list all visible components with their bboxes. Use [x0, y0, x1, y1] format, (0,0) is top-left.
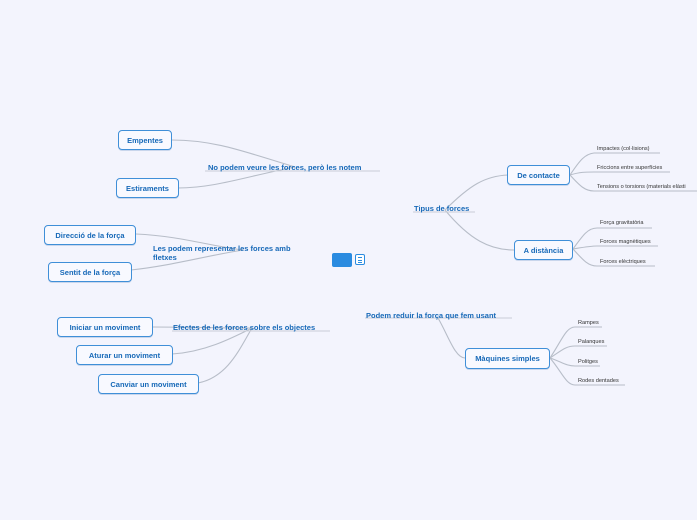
node-direccio[interactable]: Direcció de la força	[44, 225, 136, 245]
leaf-tensions[interactable]: Tensions o torsions (materials elàsti	[597, 184, 686, 190]
connector-distancia	[444, 209, 515, 251]
connector-canviar	[197, 327, 253, 384]
connector-direccio	[135, 233, 244, 251]
node-empentes[interactable]: Empentes	[118, 130, 172, 150]
leaf-gravitatoria[interactable]: Força gravitatòria	[600, 220, 644, 226]
connector-impactes	[569, 152, 595, 176]
connector-iniciar	[152, 326, 253, 329]
leaf-electriques[interactable]: Forces elèctriques	[600, 259, 646, 265]
connector-empentes	[171, 139, 296, 168]
connector-magnetiques	[572, 245, 598, 250]
leaf-rampes[interactable]: Rampes	[578, 320, 599, 326]
connector-politges	[549, 357, 576, 367]
connector-estiraments	[177, 166, 296, 189]
connector-palanques	[549, 345, 576, 359]
connector-tensions	[569, 174, 595, 192]
leaf-magnetiques[interactable]: Forces magnètiques	[600, 239, 651, 245]
central-topic-icon[interactable]	[332, 253, 352, 267]
notes-icon[interactable]	[355, 254, 365, 265]
node-de-contacte[interactable]: De contacte	[507, 165, 570, 185]
leaf-friccions[interactable]: Friccions entre superfícies	[597, 165, 663, 171]
topic-representar[interactable]: Les podem representar les forces amb fle…	[153, 244, 291, 262]
connector-rampes	[549, 326, 576, 359]
topic-representar-line-2: fletxes	[153, 253, 177, 262]
connector-rodes	[549, 357, 576, 386]
leaf-impactes[interactable]: Impactes (col·lisions)	[597, 146, 650, 152]
node-a-distancia[interactable]: A distància	[514, 240, 573, 260]
topic-efectes[interactable]: Efectes de les forces sobre els objectes	[173, 323, 316, 332]
connector-electriques	[572, 248, 598, 267]
connector-maquines	[437, 317, 466, 359]
leaf-palanques[interactable]: Palanques	[578, 339, 605, 345]
node-iniciar[interactable]: Iniciar un moviment	[57, 317, 153, 337]
node-estiraments[interactable]: Estiraments	[116, 178, 179, 198]
topic-tipus[interactable]: Tipus de forces	[414, 204, 470, 213]
node-aturar[interactable]: Aturar un moviment	[76, 345, 173, 365]
topic-reduir[interactable]: Podem reduir la força que fem usant	[366, 311, 497, 320]
topic-no-podem[interactable]: No podem veure les forces, però les note…	[208, 163, 362, 172]
connector-sentit	[130, 249, 244, 271]
topic-representar-line-1: Les podem representar les forces amb	[153, 244, 291, 253]
connector-friccions	[569, 171, 595, 176]
leaf-rodes[interactable]: Rodes dentades	[578, 378, 619, 384]
node-sentit[interactable]: Sentit de la força	[48, 262, 132, 282]
node-maquines-simples[interactable]: Màquines simples	[465, 348, 550, 369]
leaf-politges[interactable]: Politges	[578, 359, 598, 365]
node-canviar[interactable]: Canviar un moviment	[98, 374, 199, 394]
connector-contacte	[444, 174, 509, 211]
connector-gravitatoria	[572, 227, 598, 250]
